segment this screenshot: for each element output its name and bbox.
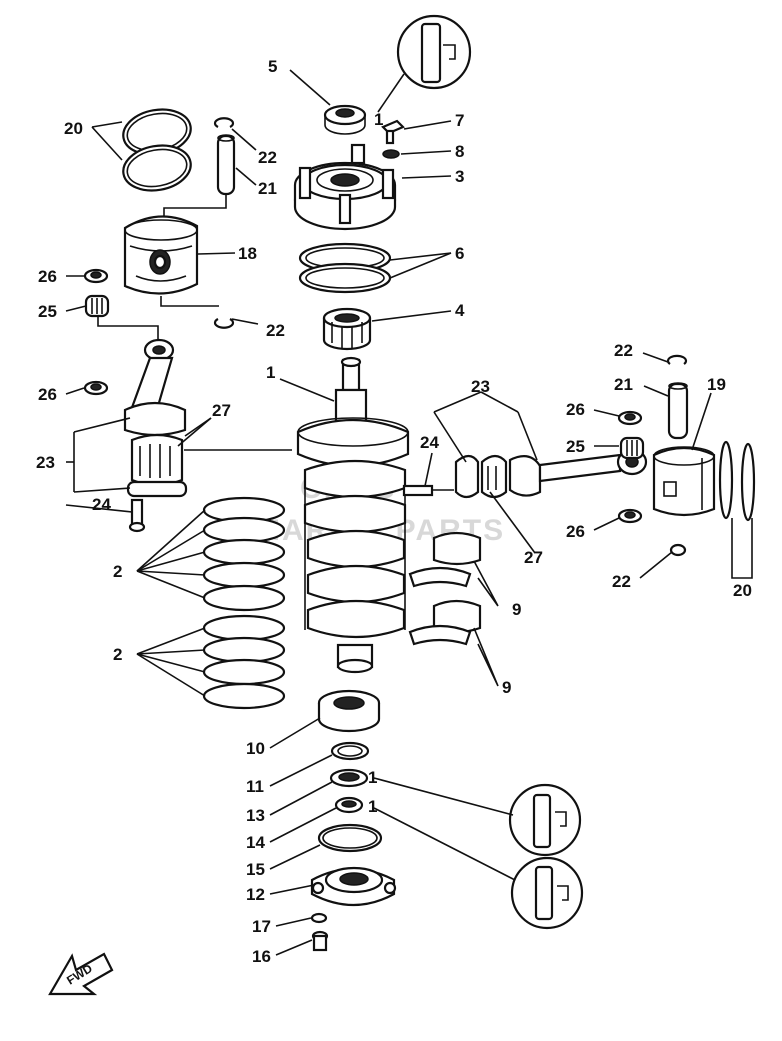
crankshaft-seal-rings-2 (202, 496, 286, 710)
clip-22-b (213, 318, 235, 329)
seal-ring-6 (298, 242, 392, 294)
callout-21-right: 21 (614, 375, 633, 394)
callout-1: 1 (266, 363, 275, 382)
detail-bubble-mid (508, 783, 582, 857)
callout-23-left: 23 (36, 453, 55, 472)
callout-26-left-top: 26 (38, 267, 57, 286)
connecting-rod-left (123, 338, 188, 498)
o-ring-15 (317, 823, 383, 853)
rod-bolt-24-right (402, 484, 454, 497)
oil-seal-13 (329, 768, 369, 788)
callout-16: 16 (252, 947, 271, 966)
callout-1-top: 1 (374, 110, 383, 129)
clip-22-right-bottom (669, 543, 687, 557)
piston-rings-20-left (122, 108, 192, 192)
callout-25-left: 25 (38, 302, 57, 321)
lower-bearing-housing-12 (310, 866, 397, 907)
callout-22-c: 22 (614, 341, 633, 360)
ball-bearing-10 (317, 689, 381, 733)
callout-26-left-bottom: 26 (38, 385, 57, 404)
crankshaft-1 (296, 356, 410, 674)
bolt-16 (311, 930, 329, 952)
detail-bubble-top (377, 14, 472, 113)
callout-3: 3 (455, 167, 464, 186)
oil-seal-5 (323, 104, 367, 135)
upper-bearing-housing-3 (293, 143, 397, 231)
callout-14: 14 (246, 833, 265, 852)
main-bearing-9-lower (408, 599, 482, 646)
callout-7: 7 (455, 111, 464, 130)
callout-6: 6 (455, 244, 464, 263)
callout-21-left: 21 (258, 179, 277, 198)
clip-guide-line-left (160, 296, 219, 307)
washer-26-left-bottom (83, 380, 109, 396)
clip-22-a (213, 117, 235, 128)
callout-11: 11 (246, 777, 264, 796)
needle-bearing-25-left (84, 294, 110, 318)
piston-18 (123, 215, 199, 295)
callout-9-upper: 9 (512, 600, 521, 619)
detail-bubble-low (510, 856, 584, 930)
callout-24-left: 24 (92, 495, 111, 514)
screw-7 (381, 119, 405, 145)
callout-5: 5 (268, 57, 277, 76)
connecting-rod-right (454, 448, 648, 499)
callout-2-upper: 2 (113, 562, 122, 581)
callout-22-b: 22 (266, 321, 285, 340)
callout-26-right-top: 26 (566, 400, 585, 419)
callout-1-mid: 1 (368, 768, 377, 787)
piston-pin-21-right (667, 382, 689, 440)
callout-12: 12 (246, 885, 265, 904)
callout-27-right: 27 (524, 548, 543, 567)
piston-rings-20-right (718, 440, 756, 522)
forward-direction-arrow: FWD (48, 952, 114, 996)
washer-8 (382, 149, 400, 159)
leader-lines (65, 69, 753, 956)
piston-19-right (652, 446, 716, 517)
retainer-11 (330, 741, 370, 761)
callout-2-lower: 2 (113, 645, 122, 664)
callout-4: 4 (455, 301, 465, 320)
callout-23-right: 23 (471, 377, 490, 396)
pin-guide-line-left (163, 194, 227, 218)
piston-pin-21-left (216, 134, 236, 196)
main-bearing-9-upper (408, 531, 482, 588)
bearing-guide-line-left (97, 316, 159, 344)
needle-bearing-25-right (619, 436, 645, 460)
callout-1-low: 1 (368, 797, 377, 816)
rod-bolt-24-left (128, 498, 146, 533)
callout-26-right-bottom: 26 (566, 522, 585, 541)
callout-27-left: 27 (212, 401, 231, 420)
washer-17 (310, 912, 328, 924)
callout-20-right: 20 (733, 581, 752, 600)
callout-labels: 5 1 7 8 3 20 22 21 18 6 26 25 22 4 22 1 … (36, 57, 752, 966)
callout-19: 19 (707, 375, 726, 394)
washer-26-right-top (617, 410, 643, 426)
callout-22-a: 22 (258, 148, 277, 167)
callout-17: 17 (252, 917, 271, 936)
callout-8: 8 (455, 142, 464, 161)
washer-26-left-top (83, 268, 109, 284)
callout-9-lower: 9 (502, 678, 511, 697)
oil-seal-14 (334, 796, 364, 814)
callout-10: 10 (246, 739, 265, 758)
callout-13: 13 (246, 806, 265, 825)
callout-22-d: 22 (612, 572, 631, 591)
washer-22-right-top (666, 354, 688, 365)
callout-20-left: 20 (64, 119, 83, 138)
callout-24-right: 24 (420, 433, 439, 452)
callout-15: 15 (246, 860, 265, 879)
needle-bearing-4 (322, 307, 372, 351)
callout-25-right: 25 (566, 437, 585, 456)
callout-18: 18 (238, 244, 257, 263)
washer-26-right-bottom (617, 508, 643, 524)
